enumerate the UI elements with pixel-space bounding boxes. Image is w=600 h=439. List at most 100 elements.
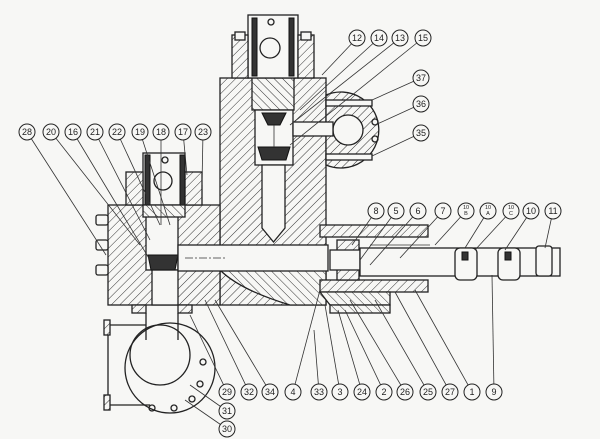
callout-34-leader (214, 299, 271, 393)
callout-24-bubble (353, 383, 371, 401)
callout-10c: 10C (502, 202, 520, 220)
callout-10a-suffix: A (486, 211, 490, 217)
callout-23-number: 23 (198, 127, 208, 137)
callout-22-leader (116, 131, 161, 226)
callout-1-bubble (463, 383, 481, 401)
callout-17-number: 17 (178, 127, 188, 137)
callout-10c-number: 10 (508, 205, 514, 211)
callout-25-number: 25 (423, 387, 433, 397)
callout-31-number: 31 (222, 406, 232, 416)
callout-36: 36 (412, 95, 430, 113)
callout-6: 6 (409, 202, 427, 220)
callout-7: 7 (434, 202, 452, 220)
callout-6-bubble (409, 202, 427, 220)
stuffing-box (318, 224, 429, 314)
callout-27: 27 (441, 383, 459, 401)
callout-29-leader (189, 314, 228, 393)
callout-26-leader (349, 299, 406, 393)
callout-12-bubble (348, 29, 366, 47)
callout-16-number: 16 (68, 127, 78, 137)
callout-4-bubble (284, 383, 302, 401)
callout-18-bubble (152, 123, 170, 141)
callout-8-bubble (367, 202, 385, 220)
callout-35-leader (371, 132, 422, 157)
callout-20: 20 (42, 123, 60, 141)
callout-36-number: 36 (416, 99, 426, 109)
callout-10b-bubble (457, 202, 475, 220)
callout-3-number: 3 (337, 387, 342, 397)
callout-6-number: 6 (415, 206, 420, 216)
callout-15-bubble (414, 29, 432, 47)
callout-36-bubble (412, 95, 430, 113)
callout-2-leader (344, 309, 385, 393)
callout-20-leader (50, 131, 141, 246)
callout-14-leader (299, 37, 380, 111)
callout-10b-suffix: B (464, 211, 468, 217)
callout-2-bubble (375, 383, 393, 401)
callout-10c-leader (474, 210, 512, 251)
callout-26: 26 (396, 383, 414, 401)
callout-24: 24 (353, 383, 371, 401)
callout-22-number: 22 (112, 127, 122, 137)
callout-13: 13 (391, 29, 409, 47)
callout-18: 18 (152, 123, 170, 141)
callout-23-bubble (194, 123, 212, 141)
callout-32-bubble (240, 383, 258, 401)
callout-3: 3 (331, 383, 349, 401)
callout-13-leader (289, 37, 401, 126)
callout-10-number: 10 (526, 206, 536, 216)
callout-34: 34 (261, 383, 279, 401)
callout-2: 2 (375, 383, 393, 401)
callout-33: 33 (310, 383, 328, 401)
callout-20-number: 20 (46, 127, 56, 137)
callout-10a-number: 10 (485, 205, 491, 211)
callout-30-number: 30 (222, 424, 232, 434)
callout-10-bubble (522, 202, 540, 220)
callout-5-leader (359, 210, 397, 261)
callout-13-number: 13 (395, 33, 405, 43)
callout-1-leader (414, 289, 473, 393)
callout-14-number: 14 (374, 33, 384, 43)
callout-16-leader (72, 131, 151, 261)
callout-28-leader (26, 131, 107, 256)
callout-10c-suffix: C (509, 211, 513, 217)
callout-24-number: 24 (357, 387, 367, 397)
callout-25-bubble (419, 383, 437, 401)
callout-3-leader (324, 304, 341, 393)
callout-32: 32 (240, 383, 258, 401)
callout-10: 10 (522, 202, 540, 220)
callout-19: 19 (131, 123, 149, 141)
callout-7-bubble (434, 202, 452, 220)
callout-31-bubble (218, 402, 236, 420)
callout-37: 37 (412, 69, 430, 87)
callout-21-bubble (86, 123, 104, 141)
callout-19-number: 19 (135, 127, 145, 137)
callout-16-bubble (64, 123, 82, 141)
callout-33-bubble (310, 383, 328, 401)
callout-18-number: 18 (156, 127, 166, 137)
callout-29: 29 (218, 383, 236, 401)
callout-3-bubble (331, 383, 349, 401)
callout-7-number: 7 (440, 206, 445, 216)
callout-1-number: 1 (469, 387, 474, 397)
callout-23-leader (201, 131, 204, 186)
callout-15: 15 (414, 29, 432, 47)
callout-19-bubble (131, 123, 149, 141)
callout-10c-bubble (502, 202, 520, 220)
suction-elbow (103, 304, 216, 414)
plunger (359, 244, 561, 281)
callout-15-leader (289, 37, 424, 146)
callout-24-leader (337, 309, 363, 393)
callout-28-bubble (18, 123, 36, 141)
callout-1: 1 (463, 383, 481, 401)
suction-block (95, 204, 329, 306)
callout-9: 9 (485, 383, 503, 401)
callout-35: 35 (412, 124, 430, 142)
callout-30-leader (184, 399, 228, 430)
callout-30: 30 (218, 420, 236, 438)
callout-4-number: 4 (290, 387, 295, 397)
callout-12: 12 (348, 29, 366, 47)
left-valve-cover (125, 152, 203, 218)
